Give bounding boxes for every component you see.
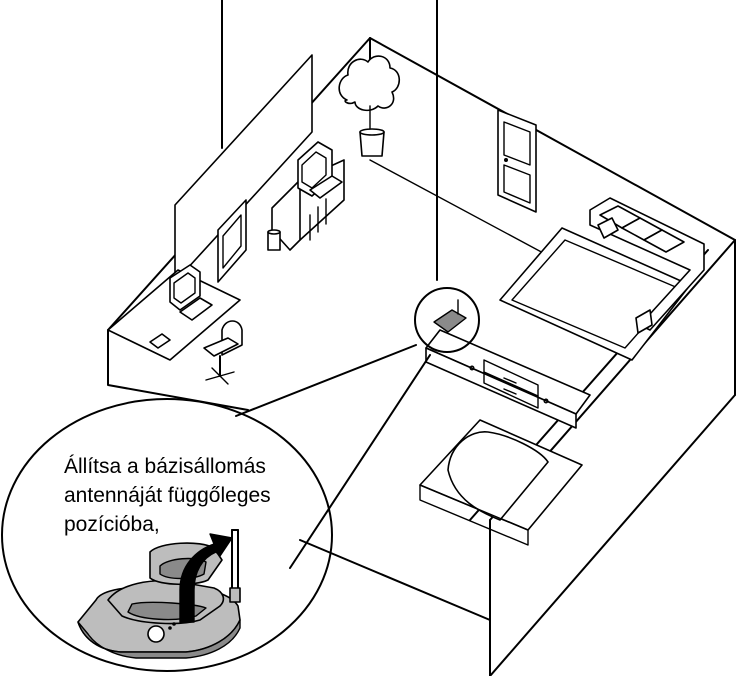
magnifier-circle	[1, 398, 333, 672]
back-desk	[267, 141, 345, 251]
caption-line-1: Állítsa a bázisállomás	[64, 455, 266, 478]
potted-plant-icon	[338, 55, 401, 157]
caption-line-2: antennáját függőleges	[64, 484, 271, 507]
sideboard	[425, 329, 591, 429]
wall-picture	[217, 199, 247, 283]
caption-line-3: pozícióba,	[64, 513, 160, 536]
curved-arrow-up-right-icon	[179, 533, 233, 623]
bed	[419, 419, 583, 546]
front-desk	[107, 264, 243, 385]
base-station-location	[414, 287, 480, 353]
callout-caption: Állítsa a bázisállomás antennáját függől…	[64, 452, 304, 539]
sofa-rug	[499, 197, 705, 361]
door-icon	[497, 109, 537, 213]
callout-connector	[235, 344, 431, 569]
partition-wall	[174, 54, 313, 301]
